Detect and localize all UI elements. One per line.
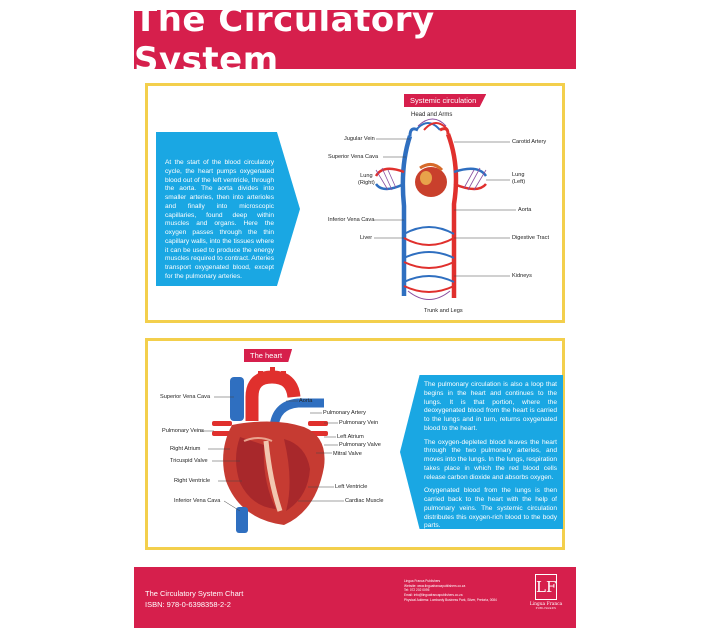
label-left-atrium: Left Atrium <box>337 434 364 440</box>
page-title: The Circulatory System <box>134 0 435 80</box>
publisher-info-line: Lingua Franca Publishers <box>404 579 441 583</box>
systemic-diagram <box>374 118 516 300</box>
heart-paragraph: Oxygenated blood from the lungs is then … <box>424 487 557 530</box>
publisher-info: Lingua Franca Publishers Website: www.li… <box>404 579 497 602</box>
aorta-vessel <box>445 133 459 298</box>
logo-sub: PUBLISHERS <box>535 607 557 610</box>
systemic-text: At the start of the blood circulatory cy… <box>165 159 274 280</box>
publisher-info-line: Website: www.linguafrancapublishers.co.z… <box>404 583 466 588</box>
label-pulmonary-valve: Pulmonary Valve <box>339 442 381 448</box>
title-banner: The Circulatory System <box>134 0 576 80</box>
publisher-info-line: Physical Address: Lombardy Business Park… <box>404 597 497 602</box>
systemic-tag: Systemic circulation <box>404 94 487 107</box>
label-lung-right: Lung (Right) <box>358 173 375 187</box>
label-trunk-legs: Trunk and Legs <box>424 308 463 314</box>
systemic-text-box: At the start of the blood circulatory cy… <box>156 132 300 286</box>
heart-illustration <box>415 163 447 197</box>
heart-anatomy <box>212 367 328 533</box>
right-lung <box>374 167 405 191</box>
label-lung-left: Lung (Left) <box>512 172 526 186</box>
label-left-ventricle: Left Ventricle <box>335 484 368 490</box>
label-pulmonary-vein: Pulmonary Vein <box>339 420 379 426</box>
logo-brand: Lingua Franca <box>529 602 563 607</box>
label-cardiac-muscle: Cardiac Muscle <box>345 498 384 504</box>
label-pulmonary-veins: Pulmonary Veins <box>162 428 204 434</box>
label-digestive-tract: Digestive Tract <box>512 235 549 241</box>
label-aorta: Aorta <box>518 207 532 213</box>
heart-text-box: The pulmonary circulation is also a loop… <box>400 375 563 529</box>
organ-capillaries <box>403 226 455 300</box>
heart-paragraph: The pulmonary circulation is also a loop… <box>424 381 557 432</box>
label-jugular-vein: Jugular Vein <box>344 136 375 142</box>
heart-panel: The heart <box>145 338 565 550</box>
heart-tag: The heart <box>244 349 293 362</box>
publisher-logo: LF Lingua Franca PUBLISHERS <box>526 574 566 622</box>
label-heart-superior-vena-cava: Superior Vena Cava <box>160 394 211 400</box>
label-right-atrium: Right Atrium <box>170 446 201 452</box>
publisher-info-line: Email: info@linguafrancapublishers.co.za <box>404 592 463 597</box>
label-liver: Liver <box>360 235 373 241</box>
label-heart-aorta: Aorta <box>299 398 313 404</box>
heart-diagram <box>200 367 344 533</box>
label-kidneys: Kidneys <box>512 273 532 279</box>
label-heart-inferior-vena-cava: Inferior Vena Cava <box>174 498 221 504</box>
label-pulmonary-artery: Pulmonary Artery <box>323 410 366 416</box>
heart-paragraph: The oxygen-depleted blood leaves the hea… <box>424 438 557 481</box>
footer-banner: The Circulatory System Chart ISBN: 978-0… <box>134 567 576 628</box>
label-tricuspid-valve: Tricuspid Valve <box>170 458 208 464</box>
label-carotid-artery: Carotid Artery <box>512 139 547 145</box>
label-head-arms: Head and Arms <box>411 112 453 118</box>
label-inferior-vena-cava: Inferior Vena Cava <box>328 217 375 223</box>
label-mitral-valve: Mitral Valve <box>333 451 362 457</box>
label-right-ventricle: Right Ventricle <box>174 478 211 484</box>
footer-isbn: ISBN: 978-0-6398358-2-2 <box>145 600 231 609</box>
footer-chart-title: The Circulatory System Chart <box>145 589 244 598</box>
logo-mark: LF <box>535 574 557 600</box>
vena-cava <box>400 135 413 296</box>
publisher-info-line: Tel: 072 202 0095 <box>404 588 430 593</box>
systemic-panel: At the start of the blood circulatory cy… <box>145 83 565 323</box>
label-superior-vena-cava: Superior Vena Cava <box>328 154 379 160</box>
left-lung <box>453 167 488 191</box>
